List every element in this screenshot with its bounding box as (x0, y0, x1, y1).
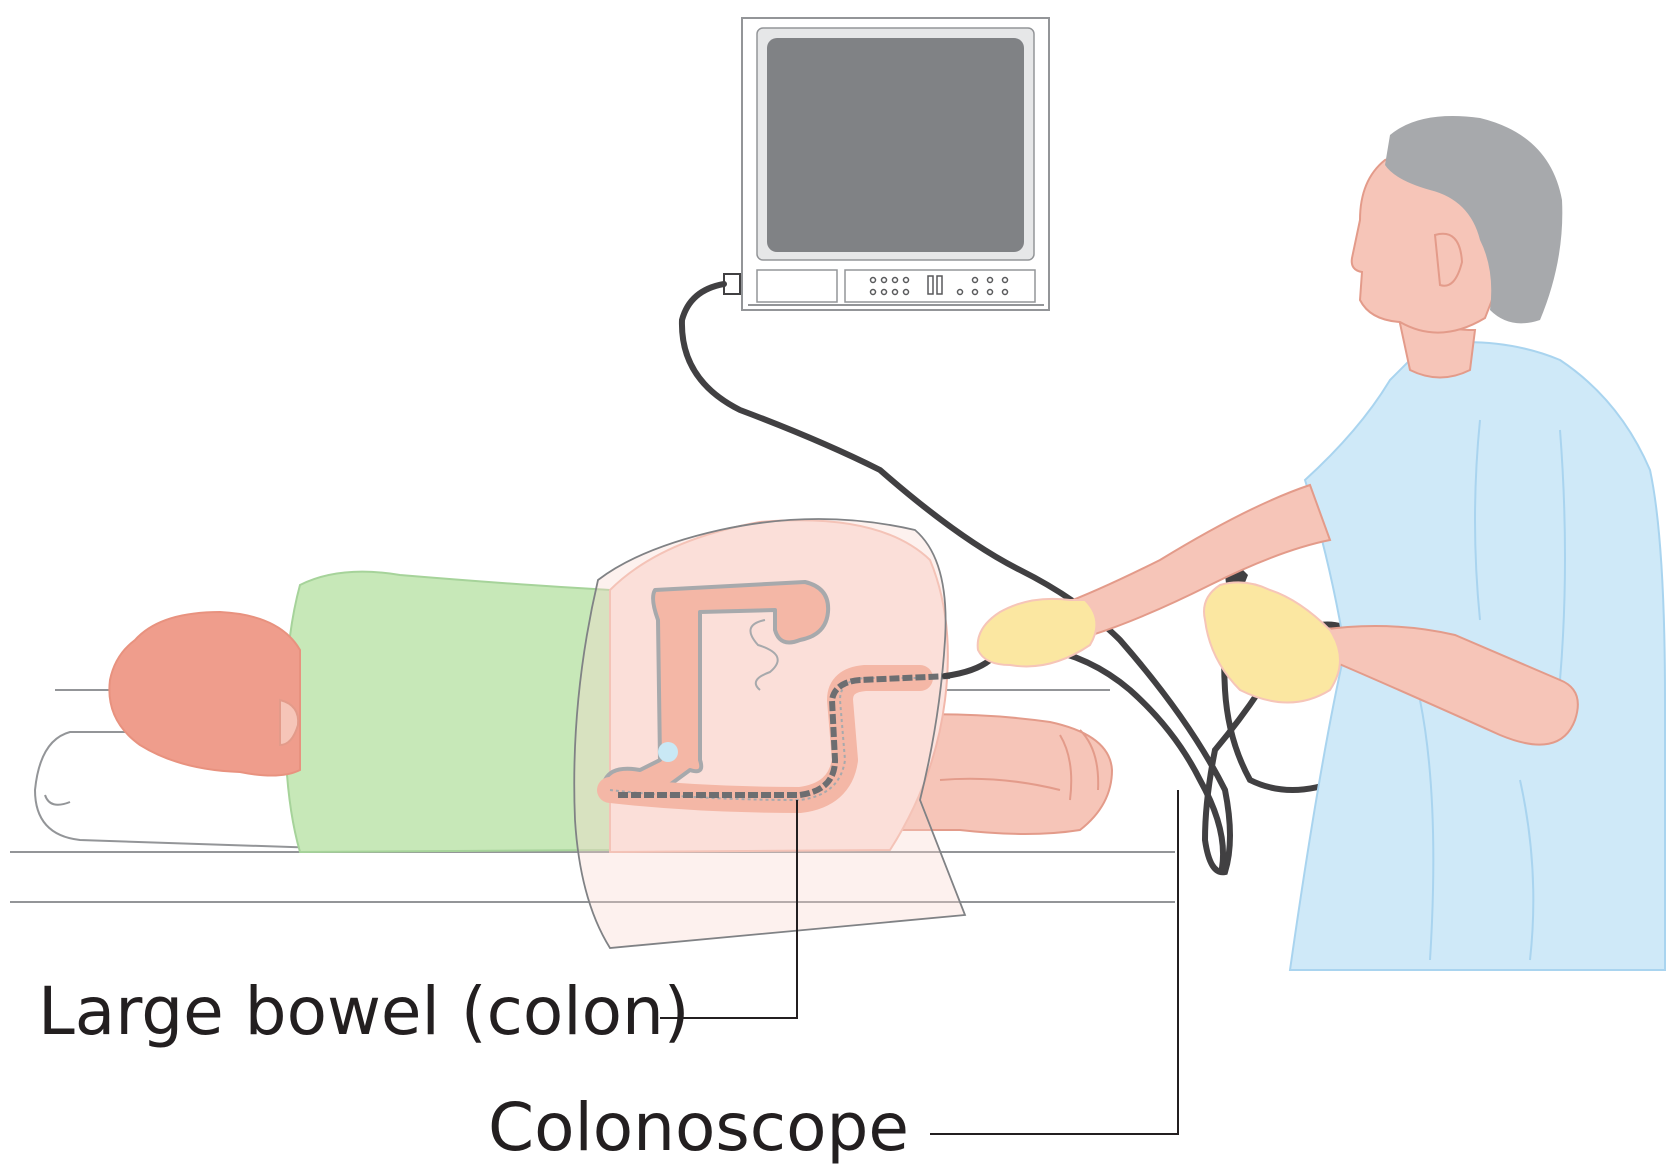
monitor (723, 17, 1050, 311)
polyp-highlight (658, 742, 678, 762)
monitor-panel-left (756, 269, 838, 303)
monitor-screen (767, 38, 1024, 252)
patient-shirt (283, 570, 611, 854)
doctor-right-glove (1203, 581, 1341, 704)
doctor-left-glove (976, 597, 1098, 668)
patient-legs (899, 713, 1114, 835)
patient-foot-lines (939, 729, 1100, 801)
colon-label: Large bowel (colon) (38, 973, 690, 1050)
pillow-fold (44, 794, 71, 806)
doctor-right-arm (1318, 625, 1579, 746)
monitor-buttons (869, 275, 1009, 296)
doctor (976, 116, 1666, 971)
doctor-hair (1385, 116, 1563, 324)
patient-head (108, 610, 301, 777)
sigmoid-loop (749, 619, 779, 691)
doctor-ear (1433, 232, 1464, 287)
colonoscope-leader-line (930, 790, 1179, 1135)
scrubs-folds (1419, 419, 1566, 961)
colonoscope-inside-colon (618, 673, 951, 798)
patient-ear (279, 698, 300, 747)
colon-leader-line (660, 800, 798, 1019)
monitor-control-panel (844, 269, 1036, 303)
colonoscope-label: Colonoscope (488, 1089, 909, 1166)
